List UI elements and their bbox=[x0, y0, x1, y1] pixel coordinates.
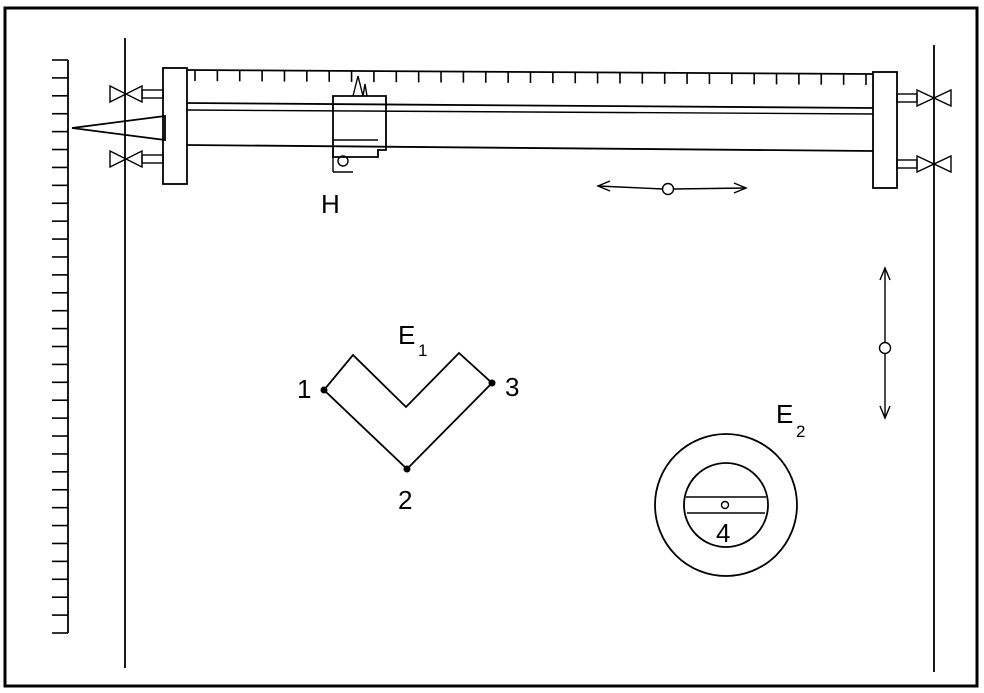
point-4-label: 4 bbox=[716, 518, 730, 548]
electrode-e2-subscript: 2 bbox=[796, 422, 805, 441]
left-upper-valve-icon bbox=[109, 84, 164, 104]
left-lower-valve-icon bbox=[109, 149, 164, 169]
electrode-e1-letter: E bbox=[398, 320, 415, 350]
lower-rod bbox=[186, 144, 874, 152]
point-2-marker bbox=[403, 465, 411, 473]
upper-rod-top bbox=[186, 102, 874, 109]
electrode-e1-subscript: 1 bbox=[418, 341, 427, 360]
point-3-marker bbox=[488, 379, 496, 387]
horizontal-motion-arrows-icon bbox=[596, 180, 748, 196]
electrode-e2-inner-disk bbox=[683, 462, 769, 548]
point-1-label: 1 bbox=[297, 374, 311, 404]
point-2-label: 2 bbox=[398, 485, 412, 515]
ruler-pointer bbox=[71, 114, 166, 142]
electrode-e2-letter: E bbox=[776, 399, 793, 429]
carriage-label: H bbox=[321, 189, 340, 219]
vertical-ruler-ticks bbox=[52, 59, 68, 634]
right-end-block bbox=[872, 71, 898, 189]
point-1-marker bbox=[320, 386, 328, 394]
electrode-e1 bbox=[322, 351, 494, 471]
left-end-block bbox=[162, 67, 188, 185]
right-upper-valve-icon bbox=[896, 88, 952, 108]
vertical-motion-arrows-icon bbox=[878, 266, 892, 420]
horizontal-scale-ticks bbox=[194, 70, 867, 85]
scale-bar-top bbox=[186, 69, 874, 75]
carriage-h bbox=[332, 75, 387, 173]
electrode-e2-outer-ring bbox=[654, 433, 798, 577]
right-lower-valve-icon bbox=[896, 154, 952, 174]
upper-rod-bottom bbox=[186, 109, 874, 115]
point-3-label: 3 bbox=[505, 372, 519, 402]
point-4-marker bbox=[720, 500, 730, 510]
outer-frame bbox=[3, 6, 979, 688]
